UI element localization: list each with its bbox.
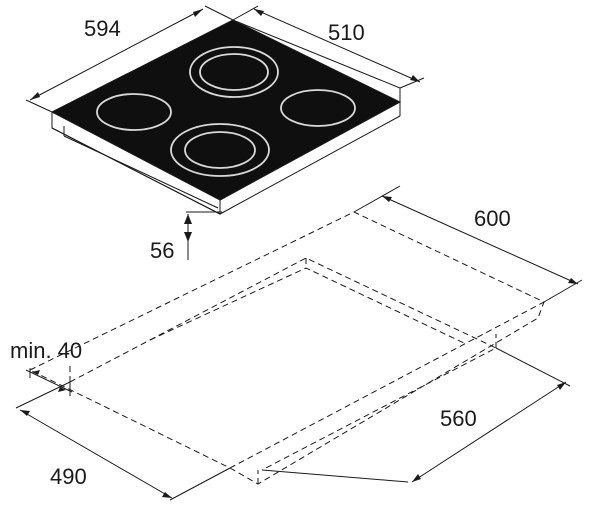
dimension-560-label: 560 (440, 406, 477, 431)
dimension-56: 56 (150, 211, 222, 263)
dimension-56-label: 56 (150, 238, 174, 263)
dimension-560: 560 (261, 347, 571, 483)
cooking-zone-left (96, 93, 172, 131)
dimension-594-label: 594 (84, 16, 121, 41)
worktop-outline (29, 211, 546, 485)
cooking-zone-right (280, 89, 356, 127)
dimension-510: 510 (232, 5, 425, 89)
hob-glass-top (50, 19, 402, 201)
dimension-490: 490 (15, 381, 231, 501)
dimension-510-label: 510 (328, 20, 365, 45)
dimension-600: 600 (353, 185, 583, 303)
cooking-zone-rear (189, 46, 279, 98)
cutout-outline (69, 257, 498, 471)
dimension-594: 594 (25, 5, 234, 113)
dimension-min-40-label: min. 40 (10, 338, 82, 363)
dimension-600-label: 600 (474, 206, 511, 231)
cooking-zone-front (170, 123, 270, 177)
dimension-min-40: min. 40 (10, 338, 82, 396)
hob (50, 19, 402, 215)
dimension-490-label: 490 (50, 464, 87, 489)
